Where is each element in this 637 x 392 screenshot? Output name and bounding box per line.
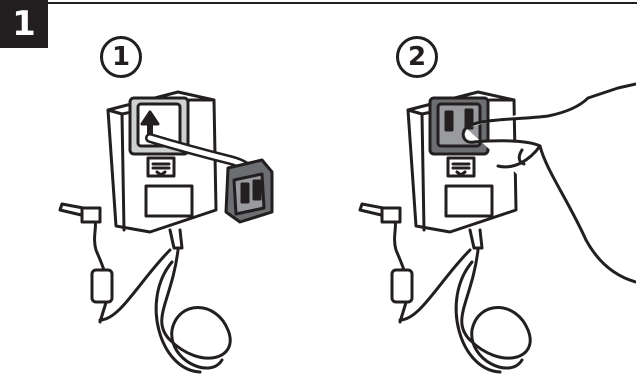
figure-1-number: 1 [100,36,142,78]
step-number-badge: 1 [0,0,48,48]
figure-2-number: 2 [396,36,438,78]
adapter-illustration-1 [58,90,274,374]
figure-2-press-plug: 2 [318,0,636,392]
header-rule [48,2,637,4]
adapter-illustration-2 [358,82,636,374]
figure-1-attach-plug: 1 [0,0,318,392]
